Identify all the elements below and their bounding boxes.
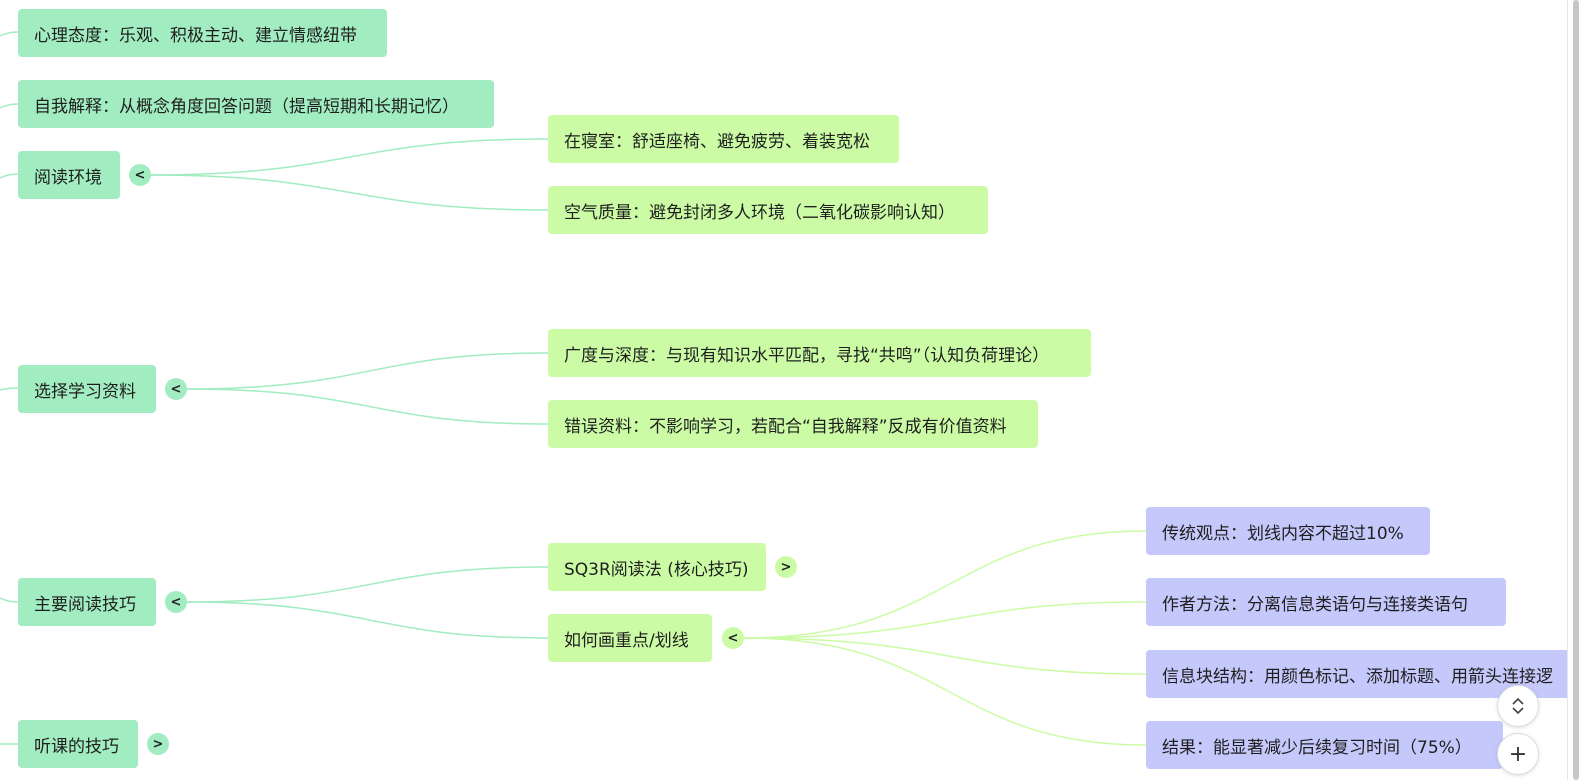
node-breadth-depth[interactable]: 广度与深度：与现有知识水平匹配，寻找“共鸣”（认知负荷理论） xyxy=(548,329,1091,377)
node-dorm[interactable]: 在寝室：舒适座椅、避免疲劳、着装宽松 xyxy=(548,115,899,163)
node-label: 阅读环境 xyxy=(34,167,102,188)
node-label: 信息块结构：用颜色标记、添加标题、用箭头连接逻 xyxy=(1162,666,1553,687)
connector-stub xyxy=(0,387,19,391)
vertical-scrollbar[interactable] xyxy=(1567,0,1586,780)
connector-highlight-result xyxy=(743,637,1147,746)
node-label: 如何画重点/划线 xyxy=(564,630,689,651)
node-label: SQ3R阅读法 (核心技巧) xyxy=(564,559,749,580)
node-psychology[interactable]: 心理态度：乐观、积极主动、建立情感纽带 xyxy=(18,9,387,57)
collapse-toggle-highlight[interactable]: < xyxy=(722,627,744,649)
node-label: 空气质量：避免封闭多人环境（二氧化碳影响认知） xyxy=(564,202,955,223)
node-self-explain[interactable]: 自我解释：从概念角度回答问题（提高短期和长期记忆） xyxy=(18,80,494,128)
connector-stub xyxy=(0,173,19,179)
connector-skills-sq3r xyxy=(186,566,549,603)
connector-highlight-infoblock xyxy=(743,637,1147,675)
connector-skills-highlight xyxy=(186,601,549,639)
connector-stub xyxy=(0,103,19,109)
node-reading-env[interactable]: 阅读环境 xyxy=(18,151,120,199)
node-label: 听课的技巧 xyxy=(34,736,119,757)
node-label: 自我解释：从概念角度回答问题（提高短期和长期记忆） xyxy=(34,96,459,117)
node-label: 传统观点：划线内容不超过10% xyxy=(1162,523,1404,544)
connector-stub xyxy=(0,597,19,603)
node-lecture-skills[interactable]: 听课的技巧 xyxy=(18,720,138,768)
connector-highlight-author xyxy=(743,601,1147,639)
node-air[interactable]: 空气质量：避免封闭多人环境（二氧化碳影响认知） xyxy=(548,186,988,234)
node-label: 选择学习资料 xyxy=(34,381,136,402)
node-traditional[interactable]: 传统观点：划线内容不超过10% xyxy=(1146,507,1430,555)
connector-material-error xyxy=(186,388,549,425)
collapse-toggle-main-skills[interactable]: < xyxy=(165,591,187,613)
connector-material-breadth xyxy=(186,352,549,390)
node-error-material[interactable]: 错误资料：不影响学习，若配合“自我解释”反成有价值资料 xyxy=(548,400,1038,448)
node-label: 作者方法：分离信息类语句与连接类语句 xyxy=(1162,594,1468,615)
node-label: 主要阅读技巧 xyxy=(34,594,136,615)
node-info-block[interactable]: 信息块结构：用颜色标记、添加标题、用箭头连接逻 xyxy=(1146,650,1568,698)
fit-view-button[interactable] xyxy=(1497,685,1539,727)
expand-toggle-sq3r[interactable]: > xyxy=(775,556,797,578)
node-label: 心理态度：乐观、积极主动、建立情感纽带 xyxy=(34,25,357,46)
node-label: 在寝室：舒适座椅、避免疲劳、着装宽松 xyxy=(564,131,870,152)
node-result[interactable]: 结果：能显著减少后续复习时间（75%） xyxy=(1146,721,1503,769)
collapse-toggle-reading-env[interactable]: < xyxy=(129,164,151,186)
connector-reading-env-dorm xyxy=(150,138,549,176)
chevron-up-down-icon xyxy=(1512,697,1524,715)
expand-toggle-lecture-skills[interactable]: > xyxy=(147,733,169,755)
node-highlight[interactable]: 如何画重点/划线 xyxy=(548,614,712,662)
connector-highlight-traditional xyxy=(743,530,1147,639)
connector-reading-env-air xyxy=(150,174,549,211)
connector-stub xyxy=(0,31,19,37)
node-label: 广度与深度：与现有知识水平匹配，寻找“共鸣”（认知负荷理论） xyxy=(564,345,1050,366)
node-sq3r[interactable]: SQ3R阅读法 (核心技巧) xyxy=(548,543,766,591)
collapse-toggle-choose-material[interactable]: < xyxy=(165,378,187,400)
node-author-method[interactable]: 作者方法：分离信息类语句与连接类语句 xyxy=(1146,578,1506,626)
node-label: 错误资料：不影响学习，若配合“自我解释”反成有价值资料 xyxy=(564,416,1007,437)
zoom-in-button[interactable]: + xyxy=(1497,733,1539,775)
node-label: 结果：能显著减少后续复习时间（75%） xyxy=(1162,737,1472,758)
node-main-skills[interactable]: 主要阅读技巧 xyxy=(18,578,156,626)
scrollbar-thumb[interactable] xyxy=(1573,0,1579,780)
node-choose-material[interactable]: 选择学习资料 xyxy=(18,365,156,413)
